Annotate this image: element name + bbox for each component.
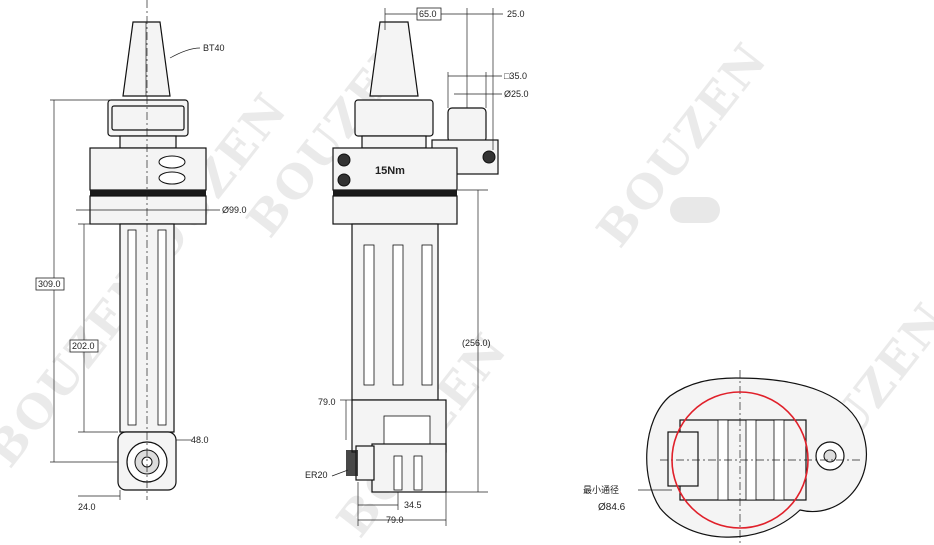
dim-309: 309.0 xyxy=(38,279,61,289)
dim-d84-6: Ø84.6 xyxy=(598,502,626,513)
dim-24: 24.0 xyxy=(78,502,96,512)
bottom-view: 最小通径 Ø84.6 xyxy=(583,370,867,545)
bt40-taper xyxy=(122,21,171,97)
label-bt40: BT40 xyxy=(203,43,225,53)
dim-d99: Ø99.0 xyxy=(222,205,247,215)
dim-202: 202.0 xyxy=(72,341,95,351)
dim-sq35: □35.0 xyxy=(504,71,527,81)
min-bore-circle xyxy=(671,391,809,529)
label-min-bore: 最小通径 xyxy=(583,484,619,496)
label-er20: ER20 xyxy=(305,470,328,480)
dim-256: (256.0) xyxy=(462,338,491,348)
dim-65: 65.0 xyxy=(419,9,437,19)
torque-label: 15Nm xyxy=(375,165,405,177)
dim-d25: Ø25.0 xyxy=(504,89,529,99)
dim-48: 48.0 xyxy=(191,435,209,445)
watermark-4: BOUZEN xyxy=(586,32,778,256)
grey-pill xyxy=(670,197,720,223)
dim-79-vertical: 79.0 xyxy=(318,397,336,407)
middle-view: 15Nm 65.0 25.0 □35.0 Ø25.0 xyxy=(305,7,529,526)
mid-body xyxy=(332,147,458,191)
dim-25: 25.0 xyxy=(507,9,525,19)
left-body xyxy=(89,147,207,191)
dim-79-horizontal: 79.0 xyxy=(386,515,404,525)
dim-34-5: 34.5 xyxy=(404,500,422,510)
left-view: BT40 309.0 202.0 Ø99.0 48.0 24.0 xyxy=(35,0,247,512)
mid-bt40-taper xyxy=(369,21,419,97)
